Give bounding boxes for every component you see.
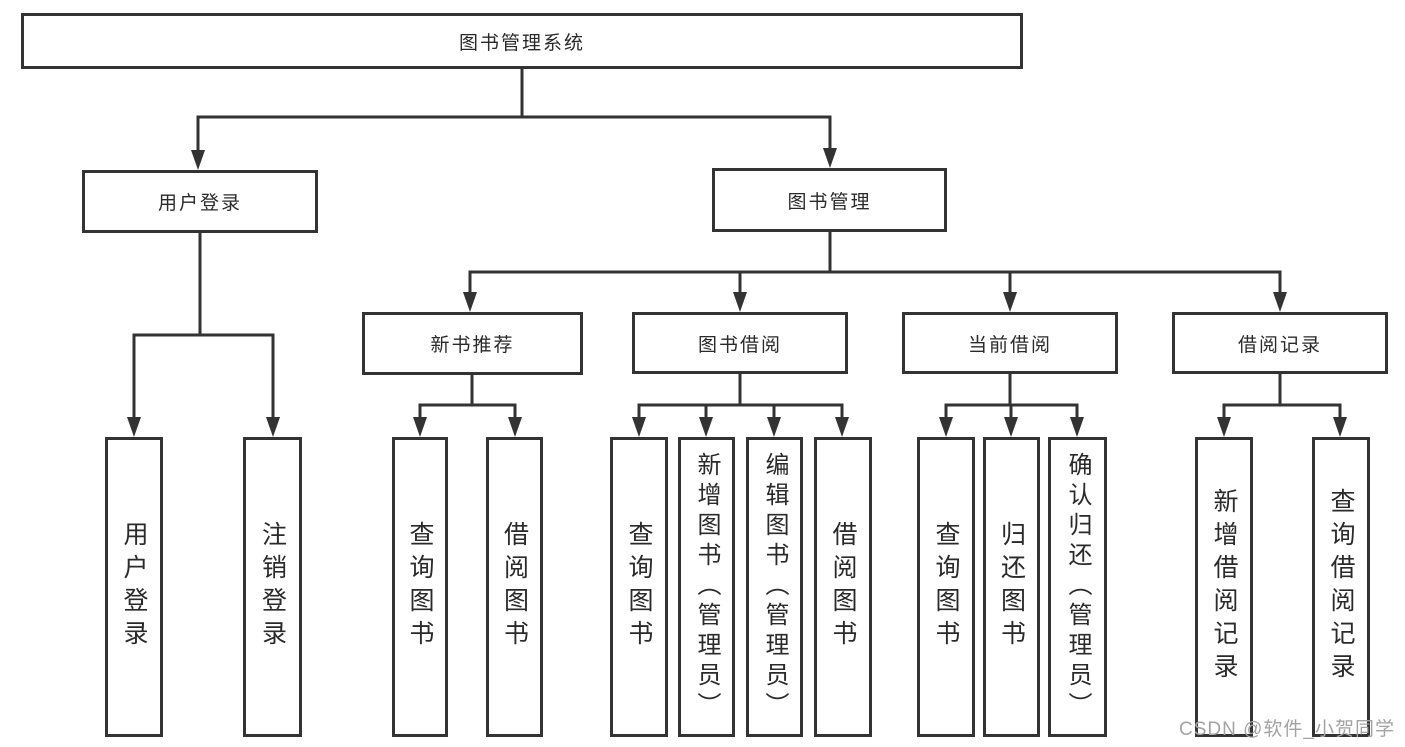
arrowhead bbox=[266, 417, 280, 437]
connector-bookborrow-split bbox=[637, 374, 844, 420]
connector-borrowrecord-split bbox=[1222, 374, 1342, 420]
node-leaf-add-book: 新增图书（管理员） bbox=[678, 437, 735, 737]
node-leaf-logout: 注销登录 bbox=[243, 437, 302, 737]
connector-newbookrec-split bbox=[418, 375, 517, 420]
node-leaf-user-login: 用户登录 bbox=[105, 437, 163, 737]
arrowhead bbox=[191, 150, 205, 170]
arrowhead bbox=[413, 417, 427, 437]
connector-login-split bbox=[132, 333, 275, 420]
arrowhead bbox=[1003, 292, 1017, 312]
node-book-borrow: 图书借阅 bbox=[632, 312, 848, 374]
node-leaf-return-book: 归还图书 bbox=[983, 437, 1040, 737]
connector-bookmgmt-split bbox=[468, 270, 1282, 295]
watermark: CSDN @软件_小贺同学 bbox=[1179, 719, 1395, 740]
node-root: 图书管理系统 bbox=[21, 13, 1023, 69]
arrowheads bbox=[127, 148, 1347, 437]
node-leaf-query-book-2: 查询图书 bbox=[610, 437, 668, 737]
node-leaf-query-borrow-record: 查询借阅记录 bbox=[1312, 437, 1370, 737]
node-leaf-confirm-return: 确认归还（管理员） bbox=[1048, 437, 1107, 737]
arrowhead bbox=[835, 417, 849, 437]
node-leaf-query-book-1: 查询图书 bbox=[392, 437, 448, 737]
node-borrow-record: 借阅记录 bbox=[1172, 312, 1388, 374]
node-new-book-rec: 新书推荐 bbox=[362, 312, 583, 375]
arrowhead bbox=[508, 417, 522, 437]
arrowhead bbox=[1333, 417, 1347, 437]
arrowhead bbox=[1070, 417, 1084, 437]
node-leaf-query-book-3: 查询图书 bbox=[917, 437, 975, 737]
node-book-mgmt-branch: 图书管理 bbox=[712, 168, 947, 232]
arrowhead bbox=[632, 417, 646, 437]
arrowhead bbox=[733, 292, 747, 312]
arrowhead bbox=[463, 292, 477, 312]
arrowhead bbox=[823, 148, 837, 168]
arrowhead bbox=[1004, 417, 1018, 437]
node-current-borrow: 当前借阅 bbox=[902, 312, 1118, 374]
node-leaf-borrow-book-2: 借阅图书 bbox=[814, 437, 872, 737]
arrowhead bbox=[1273, 292, 1287, 312]
node-user-login-branch: 用户登录 bbox=[82, 170, 318, 233]
arrowhead bbox=[939, 417, 953, 437]
arrowhead bbox=[127, 417, 141, 437]
node-leaf-borrow-book-1: 借阅图书 bbox=[486, 437, 543, 737]
node-leaf-edit-book: 编辑图书（管理员） bbox=[746, 437, 803, 737]
arrowhead bbox=[767, 417, 781, 437]
arrowhead bbox=[699, 417, 713, 437]
node-leaf-add-borrow-record: 新增借阅记录 bbox=[1195, 437, 1253, 737]
connector-currentborrow-split bbox=[944, 374, 1079, 420]
connector-root-split bbox=[196, 115, 832, 152]
arrowhead bbox=[1217, 417, 1231, 437]
